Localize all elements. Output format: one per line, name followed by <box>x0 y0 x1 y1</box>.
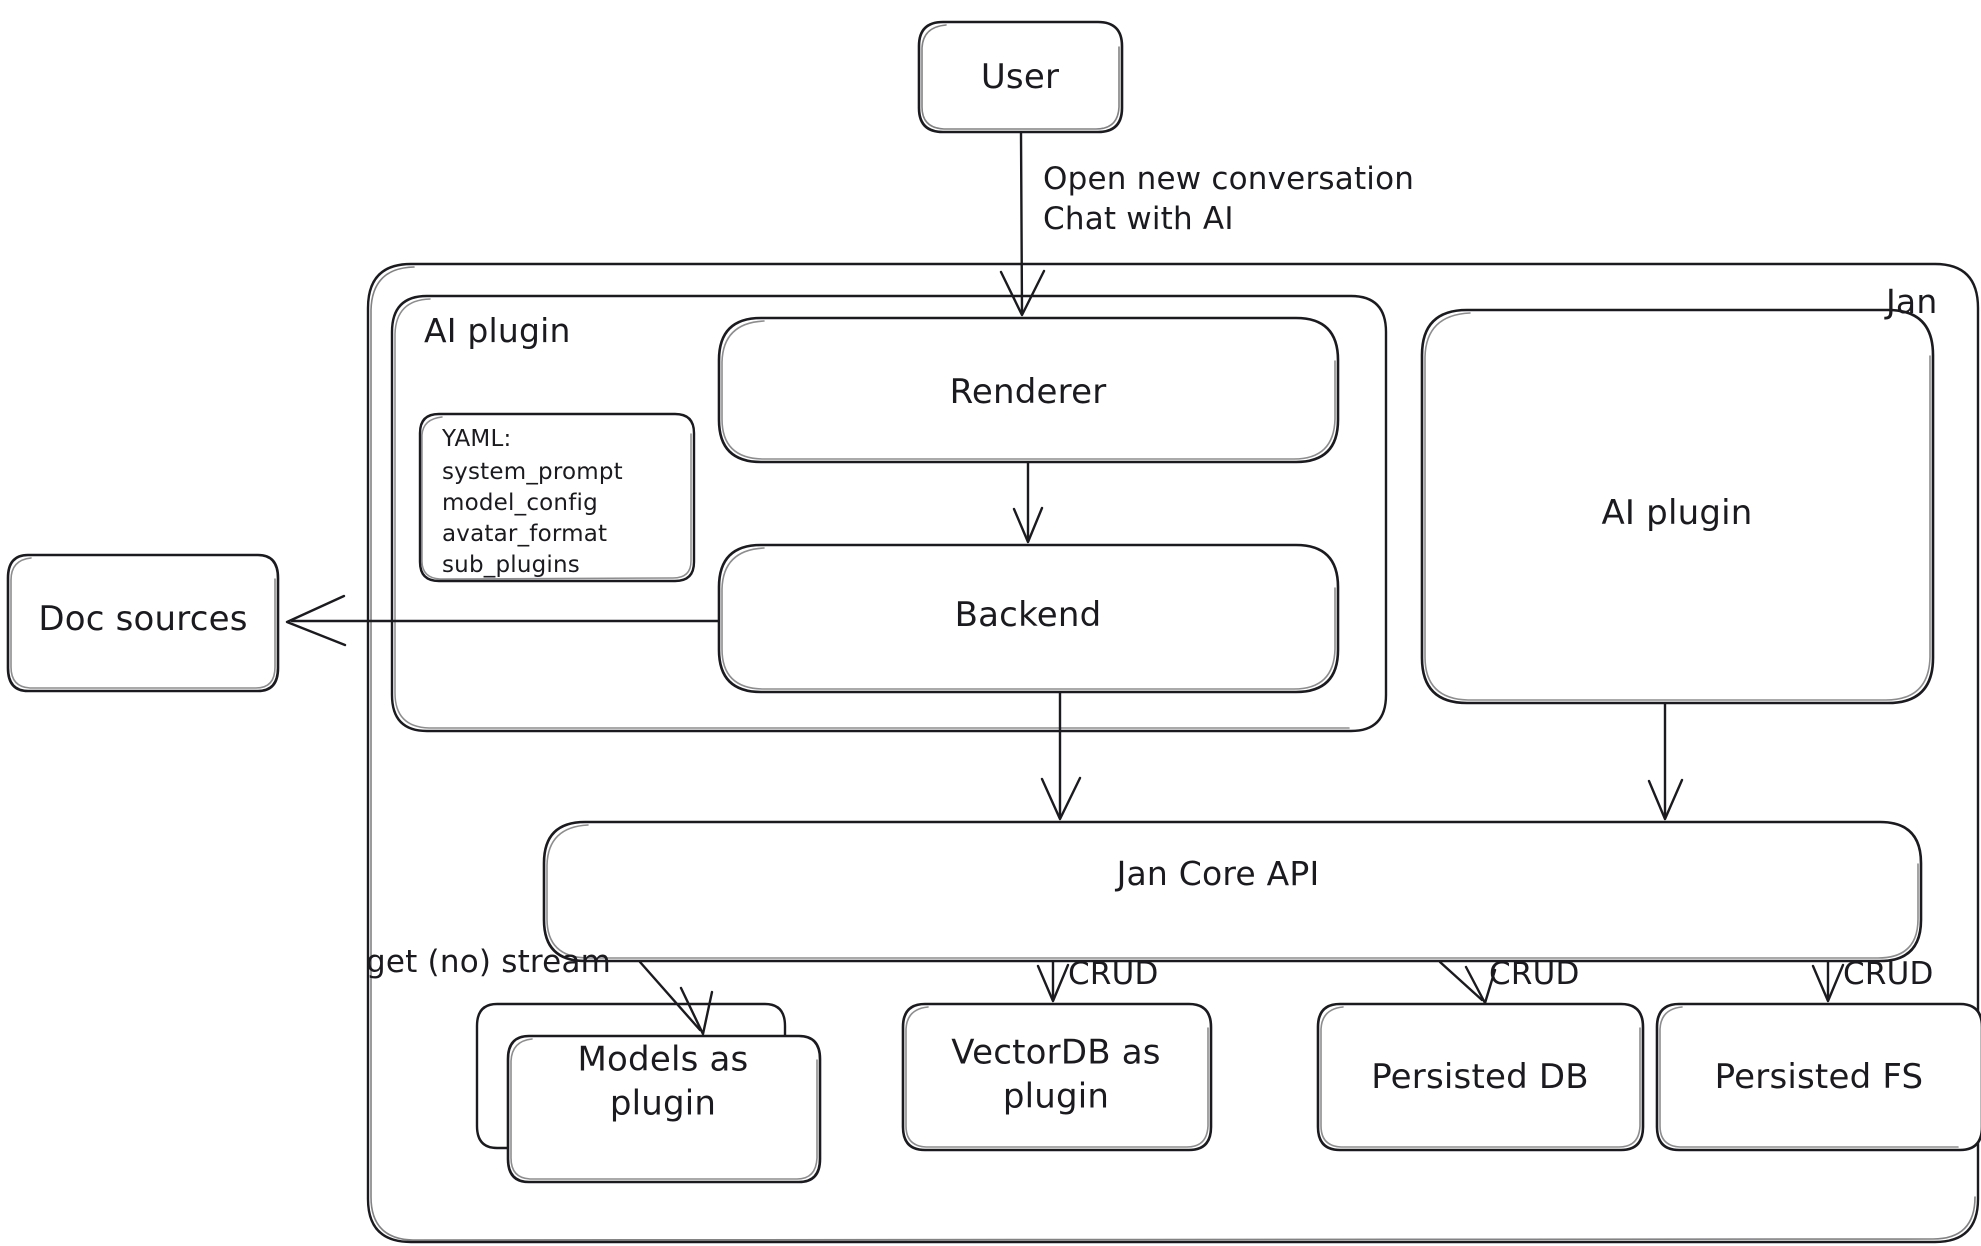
arrow-user-to-renderer <box>999 131 1046 317</box>
arrow-renderer-to-backend <box>1012 461 1044 544</box>
jan-core-api-box-shape[interactable] <box>542 820 1923 963</box>
models-box-shape[interactable] <box>506 1034 822 1184</box>
doc-sources-box-shape[interactable] <box>6 553 280 693</box>
arrow-ai-plugin-to-core <box>1647 702 1684 821</box>
vectordb-box-shape[interactable] <box>901 1002 1213 1152</box>
ai-plugin-box-shape[interactable] <box>1420 308 1935 705</box>
backend-box-shape[interactable] <box>717 543 1340 694</box>
arrow-core-to-persisted-db <box>1438 960 1497 1005</box>
yaml-card-shape[interactable] <box>418 412 696 583</box>
arrow-backend-to-core <box>1040 691 1082 821</box>
arrow-backend-to-doc-sources <box>285 594 720 647</box>
persisted-fs-box-shape[interactable] <box>1655 1002 1981 1152</box>
user-box-shape[interactable] <box>917 20 1124 134</box>
persisted-db-box-shape[interactable] <box>1316 1002 1645 1152</box>
renderer-box-shape[interactable] <box>717 316 1340 464</box>
arrow-core-to-vectordb <box>1036 960 1070 1003</box>
arrow-core-to-persisted-fs <box>1811 960 1845 1003</box>
arrow-core-to-models <box>638 960 714 1036</box>
